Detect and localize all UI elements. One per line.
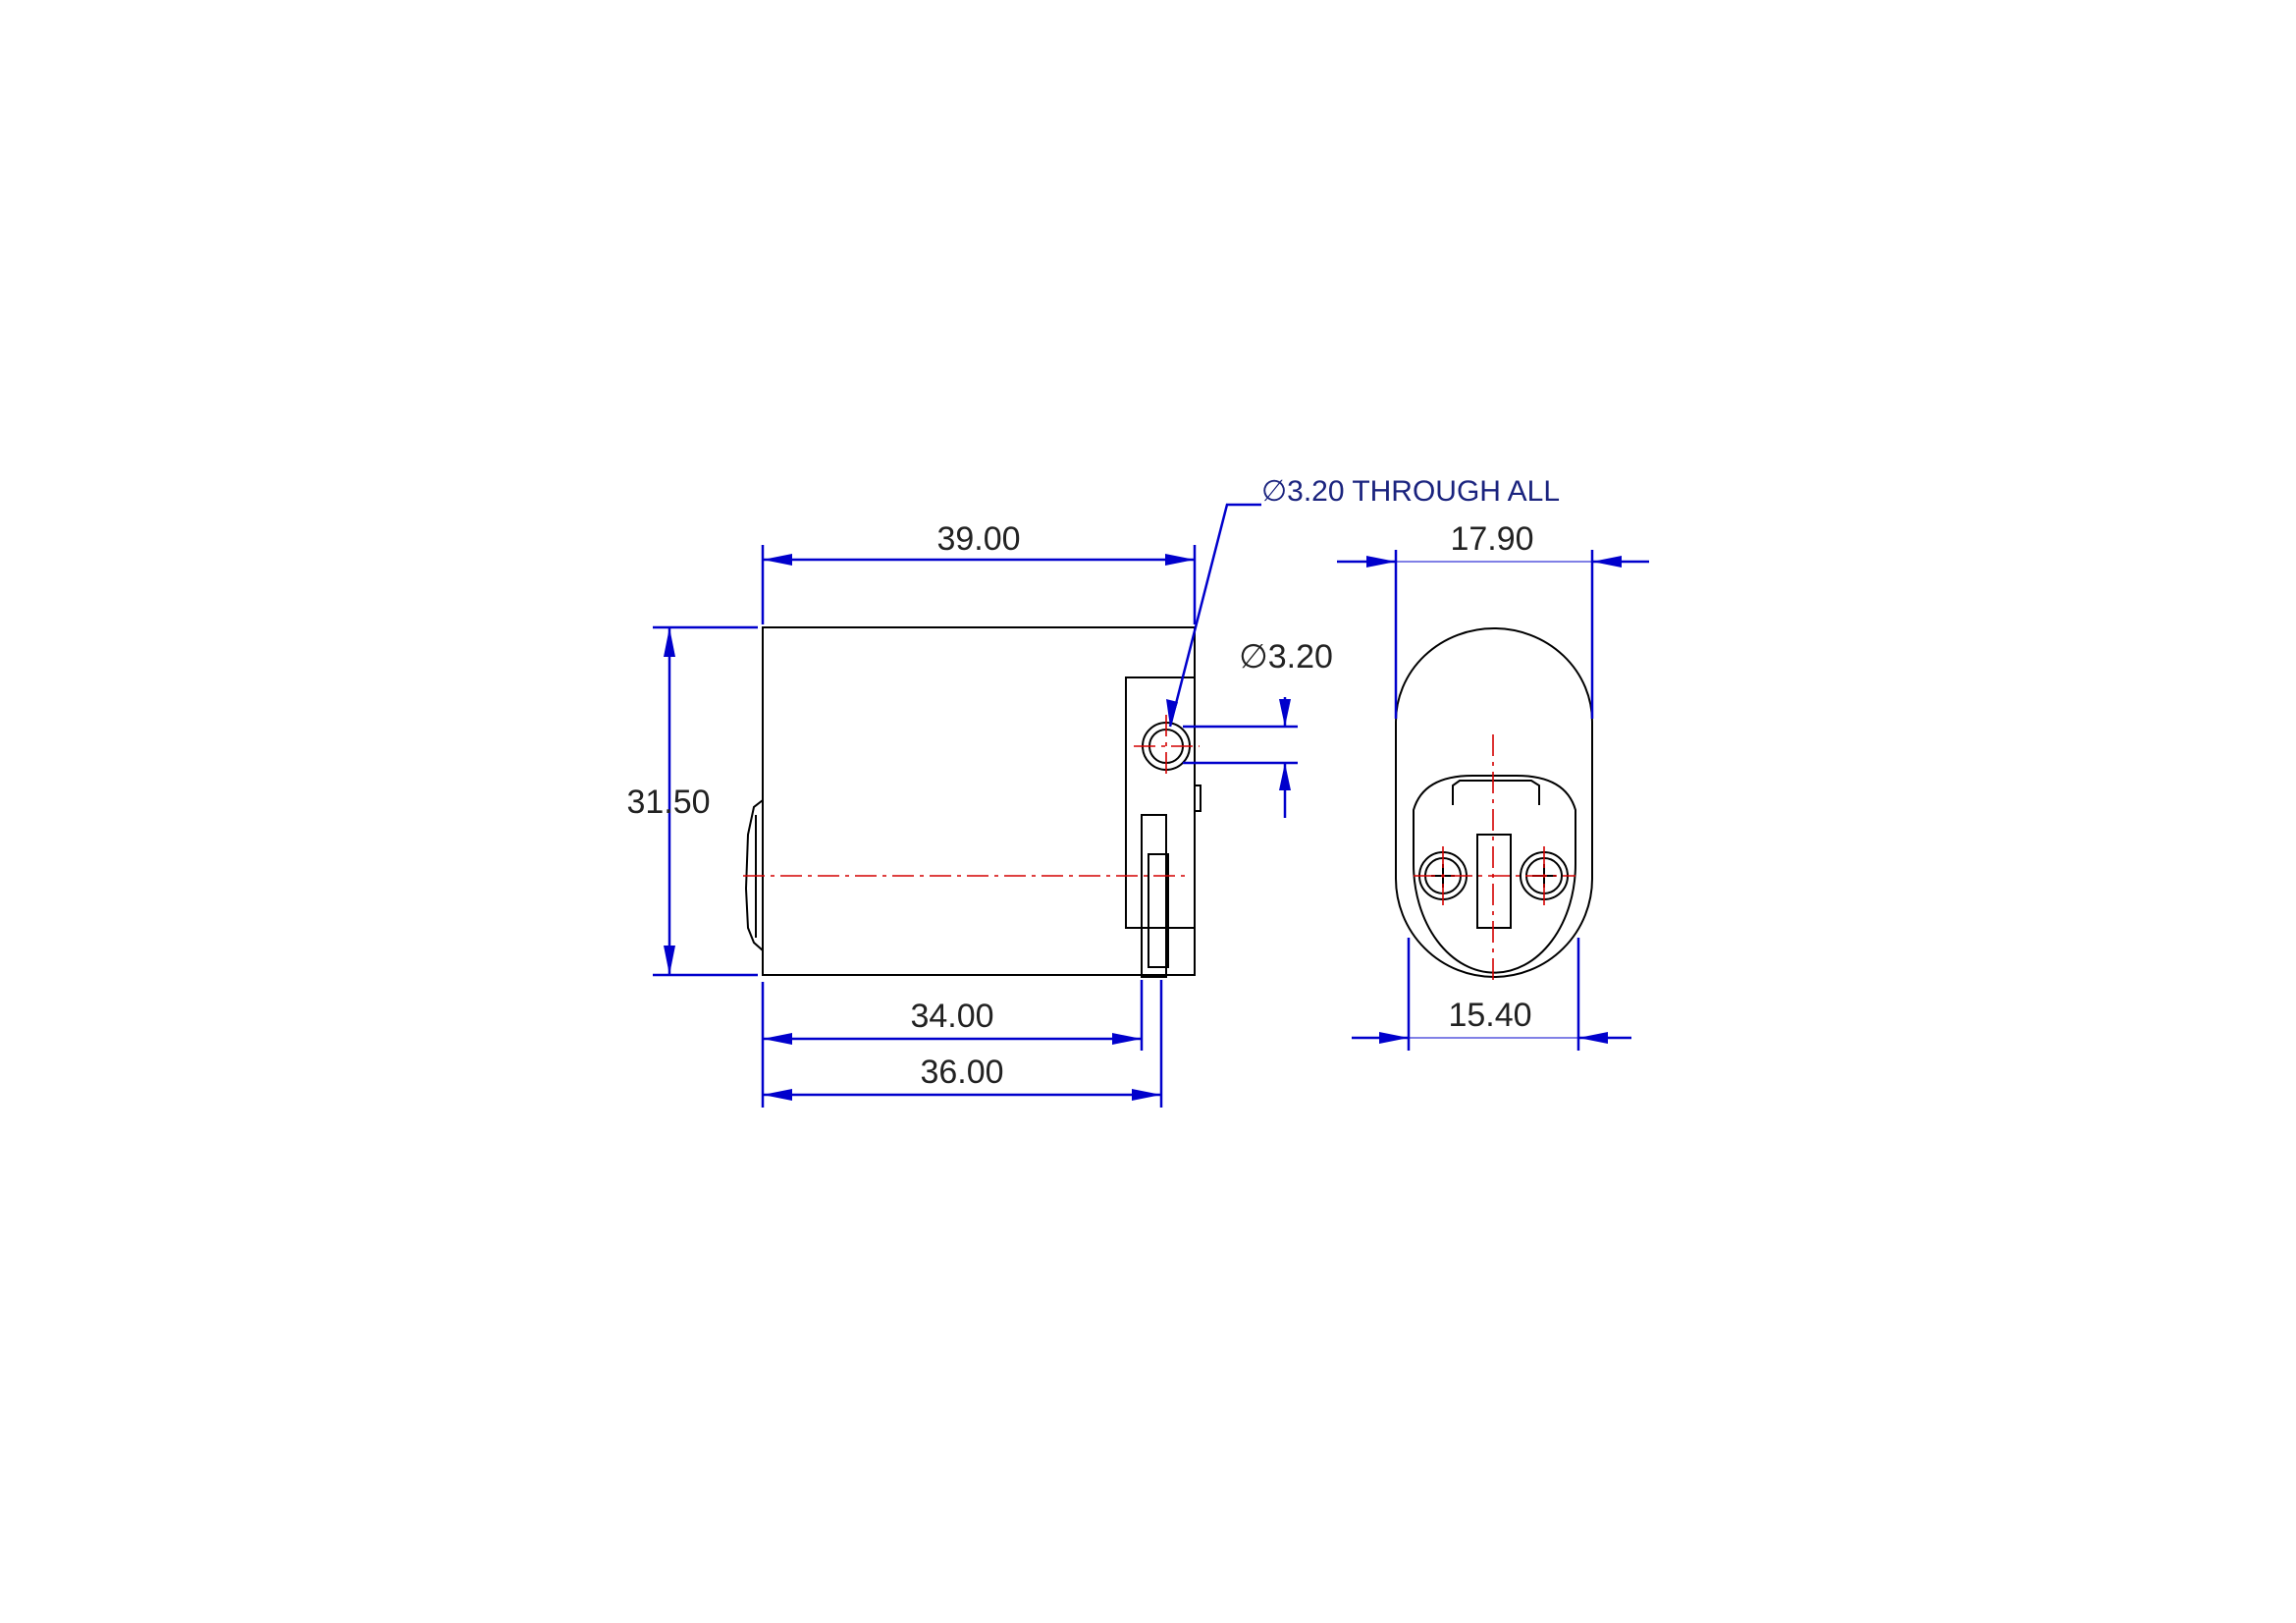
end-inner-outline — [1413, 775, 1576, 974]
end-center-slot — [1476, 834, 1512, 929]
dim-hole-diameter: ∅3.20 — [1239, 638, 1333, 676]
end-keyway — [1452, 780, 1540, 805]
front-right-tab — [1141, 814, 1167, 978]
dim-total-length: 36.00 — [920, 1054, 1003, 1091]
hole-note: ∅3.20 THROUGH ALL — [1261, 475, 1560, 508]
dim-height: 31.50 — [626, 784, 710, 821]
end-outer-outline — [1395, 627, 1593, 978]
end-dimensions: 17.90 15.40 — [1337, 520, 1649, 1051]
dim-body-length: 34.00 — [910, 998, 993, 1035]
front-body-outline — [762, 626, 1196, 976]
front-dimensions: 39.00 31.50 34.00 36.00 ∅3.20 ∅3.20 THRO — [626, 475, 1560, 1108]
front-view — [743, 626, 1201, 978]
front-left-cap — [744, 799, 764, 951]
dim-end-outer-width: 17.90 — [1450, 520, 1533, 558]
front-right-block — [1125, 676, 1196, 929]
end-view — [1395, 627, 1593, 982]
front-small-notch — [1194, 784, 1201, 812]
dim-end-inner-width: 15.40 — [1448, 997, 1531, 1034]
dim-overall-width: 39.00 — [936, 520, 1020, 558]
front-right-flange — [1148, 853, 1169, 968]
